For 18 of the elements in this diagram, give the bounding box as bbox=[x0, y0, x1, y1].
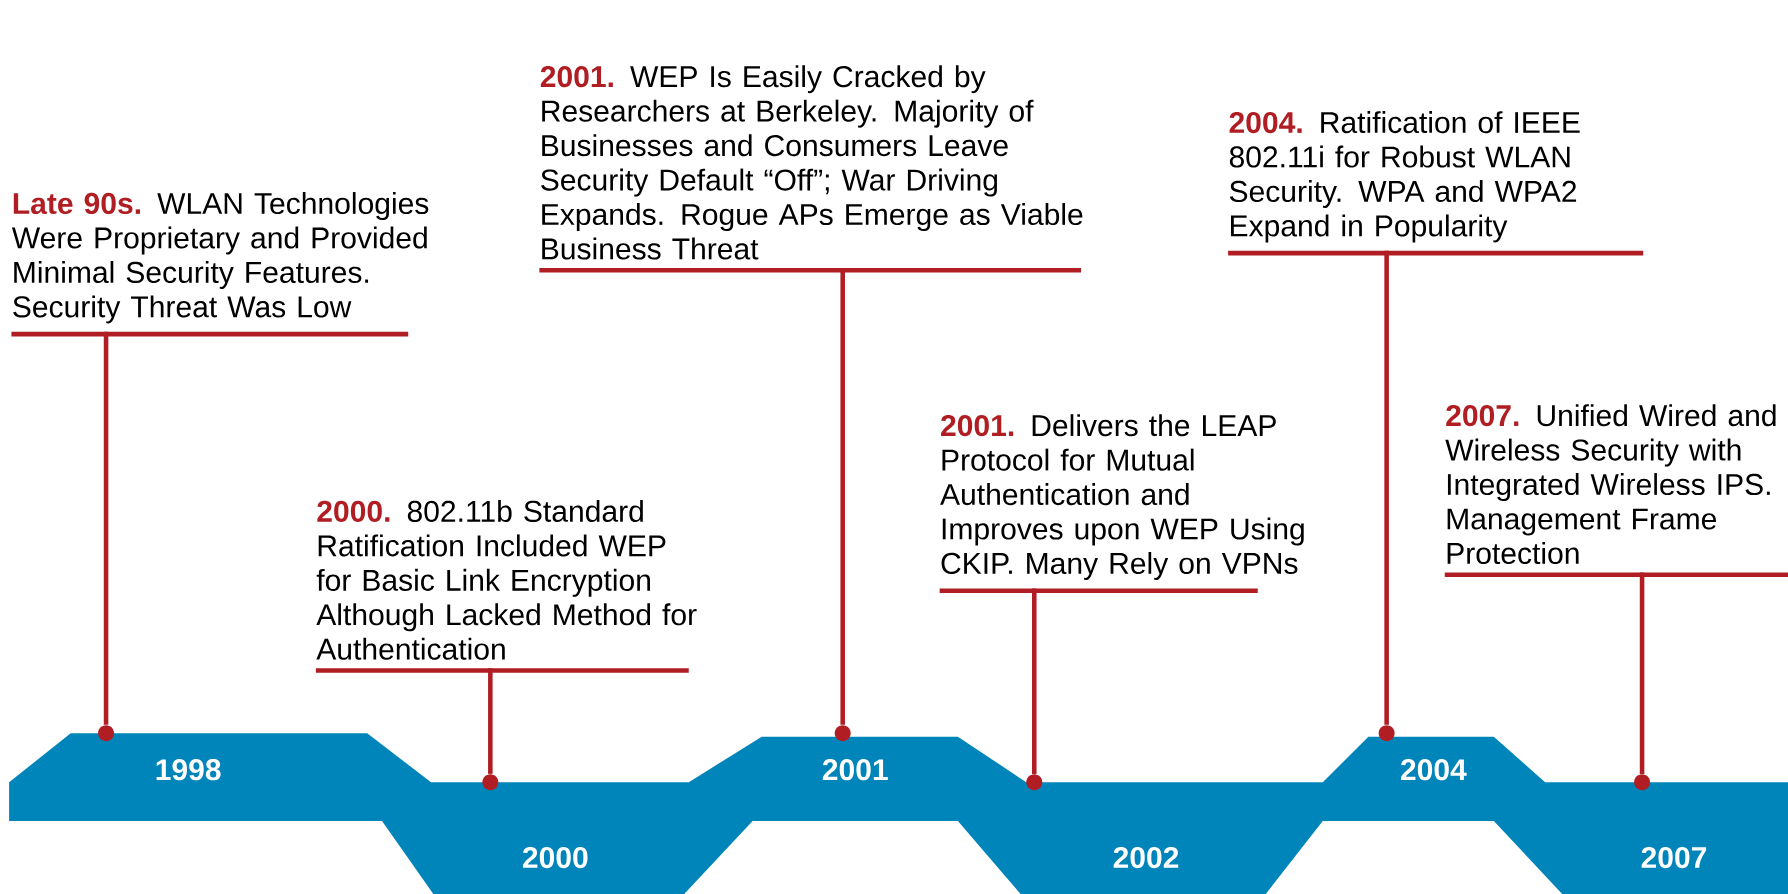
connector-line bbox=[488, 668, 493, 774]
connector-line bbox=[1032, 588, 1037, 774]
event-text: 2000. 802.11b Standard Ratification Included WEP for Basic Link Encryption Although Lacked Method for Authentication bbox=[316, 499, 697, 660]
connector-line bbox=[1384, 250, 1389, 725]
timeline-dot bbox=[1026, 774, 1043, 791]
connector-line bbox=[1639, 572, 1645, 774]
event-text: 2007. Unified Wired and Wireless Security with Integrated Wireless IPS. Management Frame Protection bbox=[1445, 404, 1776, 565]
timeline-dot bbox=[1634, 774, 1651, 791]
timeline-dot bbox=[834, 725, 851, 742]
timeline-dot bbox=[1378, 725, 1395, 742]
connector-line bbox=[840, 267, 845, 725]
connector-line bbox=[103, 331, 109, 725]
event-text: 2001. Delivers the LEAP Protocol for Mutual Authentication and Improves upon WEP Using CKIP. Many Rely on VPNs bbox=[940, 414, 1304, 580]
event-text: Late 90s. WLAN Technologies Were Proprietary and Provided Minimal Security Features. Security Threat Was Low bbox=[11, 192, 429, 324]
timeline-dot bbox=[98, 725, 115, 742]
event-text: 2004. Ratification of IEEE 802.11i for Robust WLAN Security. WPA and WPA2 Expand in Popularity bbox=[1229, 111, 1580, 243]
timeline-dot bbox=[482, 774, 499, 791]
event-text: 2001. WEP Is Easily Cracked by Researchers at Berkeley. Majority of Businesses and Consumers Leave Security Default “Off”; War Driving Expands. Rogue APs Emerge as Viable Business Threat bbox=[540, 65, 1083, 260]
